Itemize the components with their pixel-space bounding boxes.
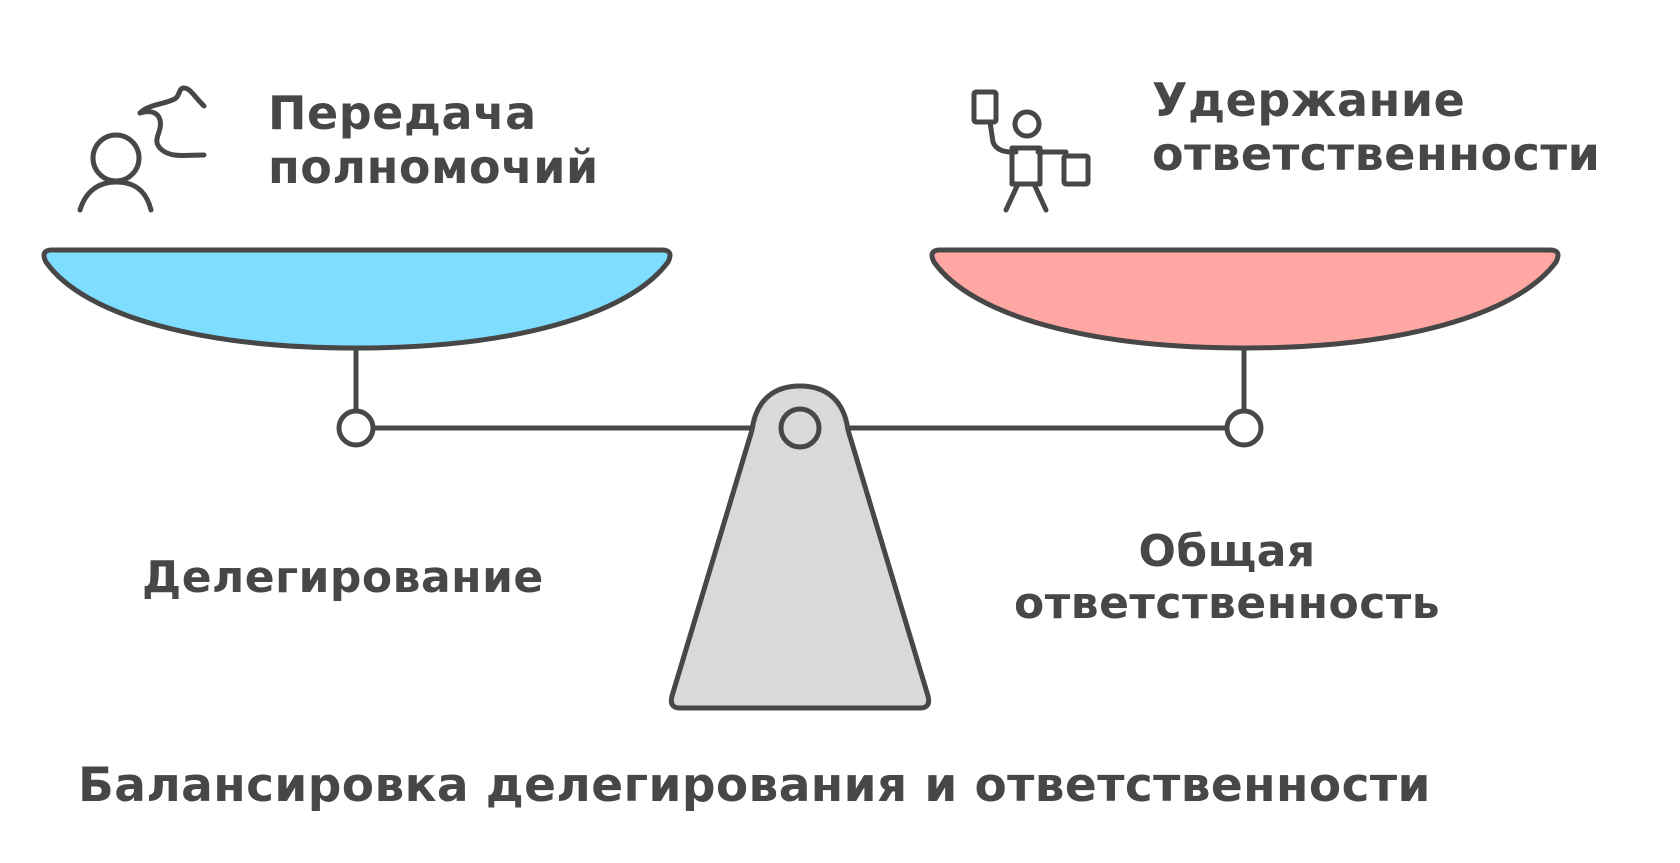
- right-beam-joint: [1224, 408, 1264, 448]
- left-pan-caption: Делегирование: [142, 552, 544, 604]
- person-holding-documents-icon: [971, 89, 1091, 213]
- left-pan-heading-line2: полномочий: [268, 140, 599, 194]
- diagram-title: Балансировка делегирования и ответственн…: [78, 758, 1431, 813]
- right-pan-caption-line1: Общая: [1138, 526, 1316, 577]
- left-pan-heading-line1: Передача: [268, 86, 537, 140]
- left-pan-caption-text: Делегирование: [142, 552, 544, 603]
- person-waving-icon: [77, 85, 207, 213]
- left-beam-joint: [336, 408, 376, 448]
- right-pan-heading: Удержание ответственности: [1152, 73, 1600, 181]
- left-pan-heading: Передача полномочий: [268, 86, 599, 194]
- right-pan-caption-line2: ответственность: [1014, 578, 1441, 629]
- fulcrum-pivot: [778, 406, 822, 450]
- scale-fulcrum: [668, 383, 932, 711]
- right-pan-heading-line1: Удержание: [1152, 73, 1466, 127]
- right-pan-caption: Общая ответственность: [1014, 526, 1440, 630]
- right-scale-pan: [929, 247, 1561, 351]
- right-pan-heading-line2: ответственности: [1152, 127, 1601, 181]
- left-scale-pan: [41, 247, 673, 351]
